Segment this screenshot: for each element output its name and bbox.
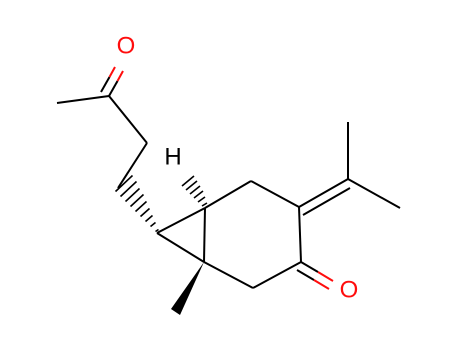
atom-label-side-chain-oxygen: O: [117, 33, 136, 60]
bond-cyclopropane-c1-c6: [203, 207, 206, 263]
hashed-wedge-bond-hydrogen: [181, 175, 208, 207]
double-bond-ring-carbonyl: [296, 261, 334, 290]
bond-ring-c4-c5: [252, 261, 302, 289]
solid-wedge-bond-methyl: [171, 262, 204, 315]
atom-label-ring-ketone-oxygen: O: [340, 277, 359, 304]
double-bond-isopropylidene: [298, 178, 351, 216]
bond-methyl-to-carbonyl-carbon: [56, 95, 110, 104]
bond-ring-c3-c4: [298, 206, 302, 263]
bond-cyclopropane-c7-c6: [156, 232, 205, 263]
hashed-wedge-bond-side-chain: [114, 174, 159, 233]
bond-ring-c2-c3: [250, 180, 300, 208]
double-bond-side-chain-carbonyl: [100, 66, 124, 97]
atom-label-hydrogen: H: [164, 144, 181, 171]
bond-carbonyl-carbon-to-ch2: [108, 95, 148, 144]
bond-cyclopropane-c7-c1: [156, 207, 206, 234]
bond-ch2-to-ch2: [117, 142, 148, 189]
bond-ring-c1-c2: [204, 180, 252, 209]
bond-ring-c5-c6: [203, 261, 254, 289]
bond-isopropylidene-methyl-right: [347, 178, 401, 209]
